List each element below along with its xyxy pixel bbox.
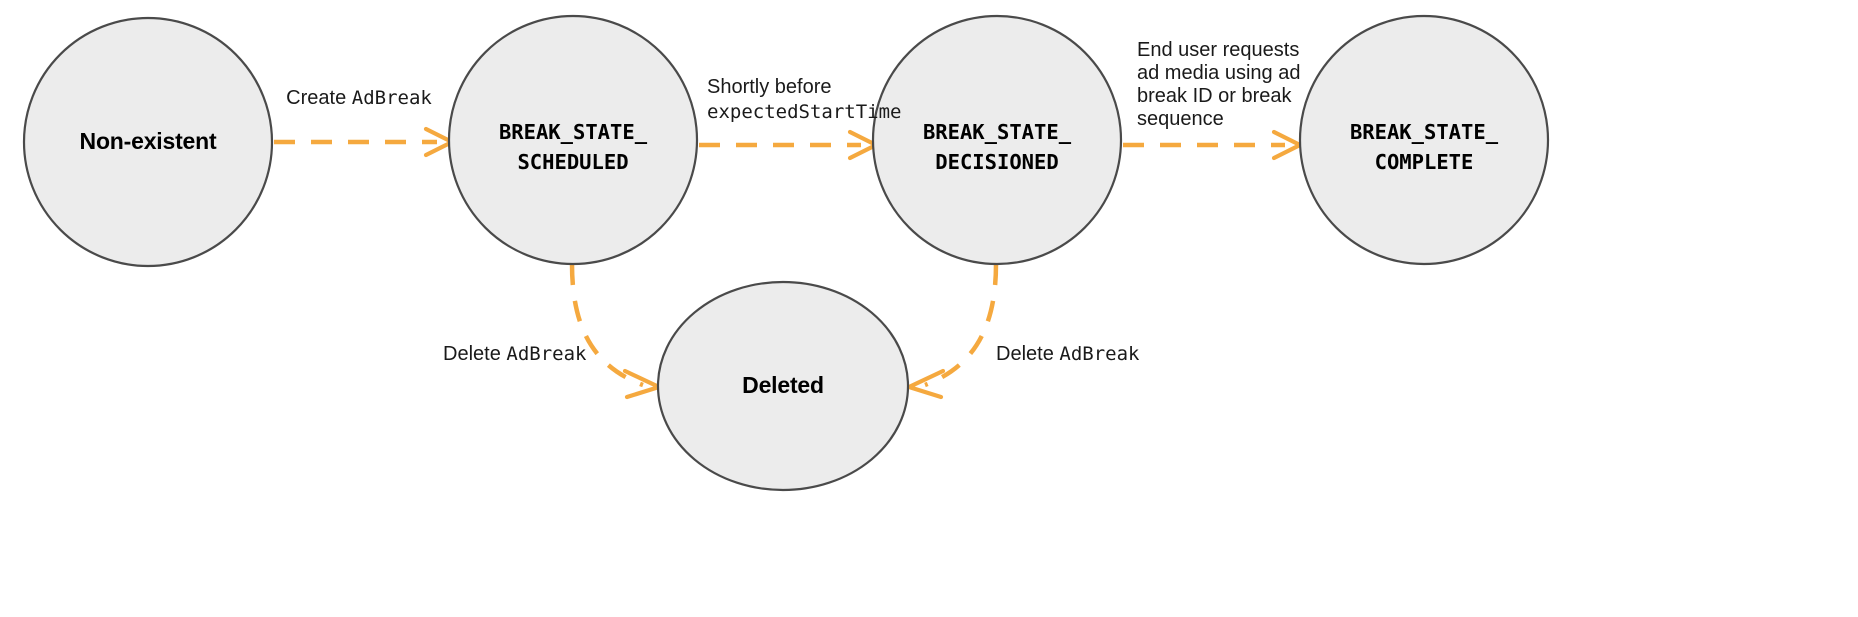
- edge-label-create-adbreak-part-0: Create: [286, 87, 352, 109]
- node-deleted[interactable]: Deleted: [656, 280, 910, 492]
- edge-delete-from-scheduled[interactable]: [569, 263, 662, 400]
- edge-delete-from-scheduled-line: [569, 263, 644, 388]
- edge-create-adbreak[interactable]: [274, 126, 455, 158]
- edge-delete-from-decisioned-line: [924, 263, 999, 388]
- edge-label-end-user-requests-line1: End user requests: [1137, 39, 1299, 61]
- node-break-state-decisioned-shape: [871, 14, 1123, 266]
- node-break-state-complete-label-line1: BREAK_STATE_: [1350, 120, 1499, 144]
- node-break-state-complete-shape: [1298, 14, 1550, 266]
- node-break-state-decisioned-label-line2: DECISIONED: [935, 150, 1058, 174]
- nodes-layer: Non-existent BREAK_STATE_ SCHEDULED BREA…: [22, 14, 1550, 492]
- edge-end-user-requests[interactable]: [1123, 129, 1303, 161]
- edge-label-create-adbreak-part-1: AdBreak: [352, 87, 433, 109]
- node-break-state-complete-label-line2: COMPLETE: [1375, 150, 1474, 174]
- node-non-existent[interactable]: Non-existent: [22, 16, 274, 268]
- node-break-state-decisioned-label-line1: BREAK_STATE_: [923, 120, 1072, 144]
- edge-label-delete-from-scheduled-part-0: Delete: [443, 343, 506, 365]
- edge-label-delete-from-decisioned-part-1: AdBreak: [1059, 343, 1140, 365]
- edge-label-end-user-requests-line4: sequence: [1137, 108, 1224, 130]
- edge-labels-layer: Create AdBreak Shortly before expectedSt…: [286, 39, 1300, 365]
- edge-label-shortly-before-line1: Shortly before: [707, 76, 832, 98]
- node-deleted-label: Deleted: [742, 372, 824, 398]
- edge-shortly-before[interactable]: [699, 129, 879, 161]
- node-deleted-shape: [656, 280, 910, 492]
- edge-label-delete-from-decisioned-part-0: Delete: [996, 343, 1059, 365]
- node-break-state-complete[interactable]: BREAK_STATE_ COMPLETE: [1298, 14, 1550, 266]
- node-non-existent-label: Non-existent: [80, 128, 217, 154]
- edge-label-create-adbreak: Create AdBreak: [286, 87, 432, 109]
- edge-label-delete-from-decisioned: Delete AdBreak: [996, 343, 1140, 365]
- node-break-state-scheduled-label-line2: SCHEDULED: [517, 150, 628, 174]
- edge-label-delete-from-scheduled-part-1: AdBreak: [506, 343, 587, 365]
- edge-delete-from-decisioned[interactable]: [906, 263, 999, 400]
- edge-label-shortly-before-line2: expectedStartTime: [707, 101, 901, 123]
- edge-label-end-user-requests-line3: break ID or break: [1137, 85, 1293, 107]
- node-non-existent-shape: [22, 16, 274, 268]
- node-break-state-decisioned[interactable]: BREAK_STATE_ DECISIONED: [871, 14, 1123, 266]
- node-break-state-scheduled[interactable]: BREAK_STATE_ SCHEDULED: [447, 14, 699, 266]
- node-break-state-scheduled-shape: [447, 14, 699, 266]
- edge-label-end-user-requests-line2: ad media using ad: [1137, 62, 1300, 84]
- edge-label-delete-from-scheduled: Delete AdBreak: [443, 343, 587, 365]
- node-break-state-scheduled-label-line1: BREAK_STATE_: [499, 120, 648, 144]
